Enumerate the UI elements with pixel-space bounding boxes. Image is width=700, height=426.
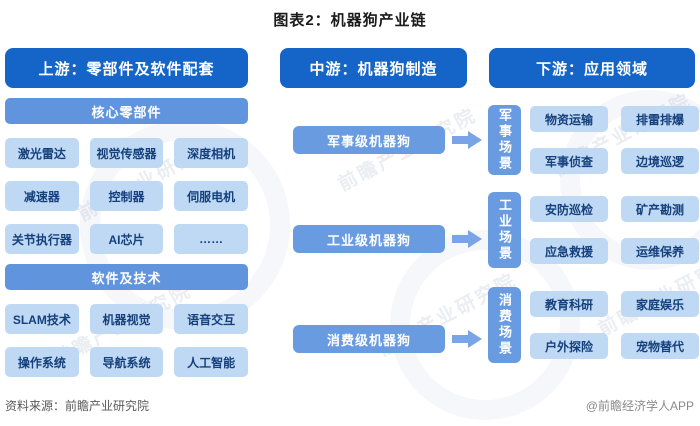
industrial-scene-label: 工业场景 <box>488 192 521 268</box>
flow-arrow-icon <box>452 330 482 348</box>
software-box: 人工智能 <box>174 347 248 377</box>
software-box: 语音交互 <box>174 304 248 334</box>
flow-arrow-icon <box>452 230 482 248</box>
military-scene-section: 军事场景 物资运输 排雷排爆 军事侦查 边境巡逻 <box>488 105 699 175</box>
upstream-header: 上游：零部件及软件配套 <box>5 48 248 88</box>
application-box: 矿产勘测 <box>621 196 699 222</box>
application-box: 教育科研 <box>530 291 608 317</box>
midstream-header: 中游：机器狗制造 <box>280 48 467 88</box>
application-box: 边境巡逻 <box>621 148 699 174</box>
application-box: 物资运输 <box>530 106 608 132</box>
core-components-grid: 激光雷达 视觉传感器 深度相机 减速器 控制器 伺服电机 关节执行器 AI芯片 … <box>5 138 248 254</box>
midstream-box-industrial: 工业级机器狗 <box>293 225 445 253</box>
application-box: 宠物替代 <box>621 333 699 359</box>
military-scene-items: 物资运输 排雷排爆 军事侦查 边境巡逻 <box>530 106 699 174</box>
component-box: …… <box>174 224 248 254</box>
software-tech-header: 软件及技术 <box>5 264 248 290</box>
application-box: 应急救援 <box>530 238 608 264</box>
component-box: 减速器 <box>5 181 79 211</box>
source-note: 资料来源：前瞻产业研究院 <box>5 399 150 413</box>
credit-note: @前瞻经济学人APP <box>585 399 694 413</box>
flow-arrow-icon <box>452 131 482 149</box>
consumer-scene-label: 消费场景 <box>488 287 521 363</box>
midstream-box-consumer: 消费级机器狗 <box>293 325 445 353</box>
component-box: 视觉传感器 <box>89 138 164 168</box>
page-title: 图表2：机器狗产业链 <box>273 12 427 29</box>
component-box: 伺服电机 <box>174 181 248 211</box>
component-box: 深度相机 <box>174 138 248 168</box>
software-box: SLAM技术 <box>5 304 79 334</box>
application-box: 家庭娱乐 <box>621 291 699 317</box>
core-components-header: 核心零部件 <box>5 98 248 124</box>
military-scene-label: 军事场景 <box>488 105 521 175</box>
application-box: 户外探险 <box>530 333 608 359</box>
component-box: 激光雷达 <box>5 138 79 168</box>
application-box: 军事侦查 <box>530 148 608 174</box>
software-box: 导航系统 <box>89 347 164 377</box>
component-box: 关节执行器 <box>5 224 79 254</box>
industrial-scene-items: 安防巡检 矿产勘测 应急救援 运维保养 <box>530 196 699 264</box>
application-box: 安防巡检 <box>530 196 608 222</box>
software-tech-grid: SLAM技术 机器视觉 语音交互 操作系统 导航系统 人工智能 <box>5 304 248 377</box>
software-box: 机器视觉 <box>89 304 164 334</box>
midstream-box-military: 军事级机器狗 <box>293 126 445 154</box>
consumer-scene-items: 教育科研 家庭娱乐 户外探险 宠物替代 <box>530 291 699 359</box>
application-box: 排雷排爆 <box>621 106 699 132</box>
downstream-header: 下游：应用领域 <box>489 48 695 88</box>
software-box: 操作系统 <box>5 347 79 377</box>
component-box: AI芯片 <box>89 224 164 254</box>
industrial-scene-section: 工业场景 安防巡检 矿产勘测 应急救援 运维保养 <box>488 192 699 268</box>
component-box: 控制器 <box>89 181 164 211</box>
upstream-column: 上游：零部件及软件配套 核心零部件 激光雷达 视觉传感器 深度相机 减速器 控制… <box>5 48 248 377</box>
application-box: 运维保养 <box>621 238 699 264</box>
consumer-scene-section: 消费场景 教育科研 家庭娱乐 户外探险 宠物替代 <box>488 287 699 363</box>
